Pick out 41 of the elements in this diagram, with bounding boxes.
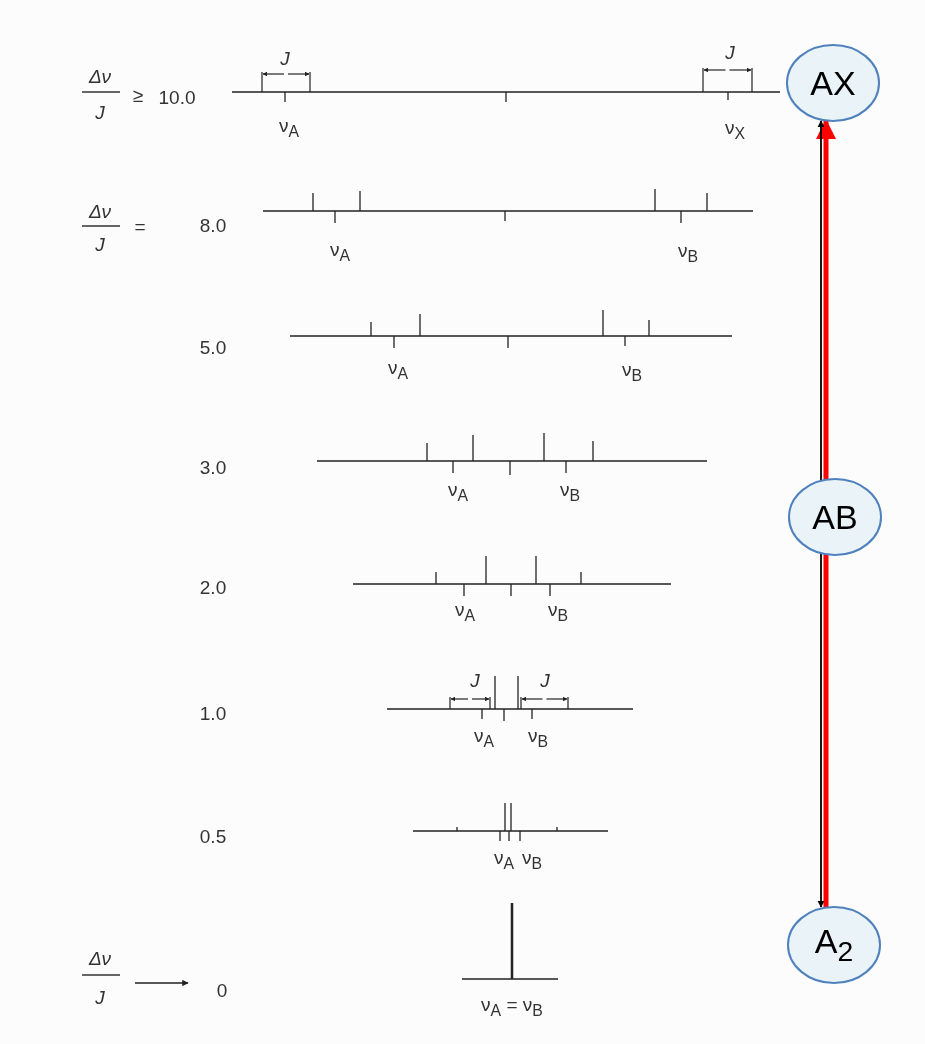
diagram-label: ν$_{A}$ = ν$_{B}$ bbox=[481, 995, 543, 1019]
ellipse-node: AX bbox=[785, 43, 881, 123]
diagram-label: 0.5 bbox=[199, 826, 227, 846]
diagram-label: J bbox=[725, 42, 735, 62]
diagram-label: ν$_{A}$ bbox=[387, 358, 409, 382]
diagram-label: Δν bbox=[88, 948, 112, 968]
diagram-label: ν$_{A}$ bbox=[447, 480, 469, 504]
diagram-label: ν$_{B}$ bbox=[547, 600, 569, 624]
diagram-label: J bbox=[280, 48, 290, 68]
ellipse-node: AB bbox=[787, 477, 883, 557]
diagram-label: 5.0 bbox=[199, 337, 227, 357]
diagram-label: ν$_{A}$ bbox=[278, 116, 300, 140]
arrow bbox=[816, 119, 836, 480]
diagram-label: J bbox=[95, 987, 105, 1007]
diagram-label: 8.0 bbox=[199, 215, 227, 235]
diagram-label: 2.0 bbox=[199, 577, 227, 597]
diagram-label: 10.0 bbox=[158, 87, 196, 107]
diagram-label: ν$_{X}$ bbox=[724, 118, 746, 142]
diagram-label: = bbox=[134, 216, 146, 236]
diagram-label: ≥ bbox=[132, 85, 144, 105]
arrow bbox=[817, 120, 825, 481]
diagram-label: Δν bbox=[88, 66, 112, 86]
diagram-label: ν$_{A}$ bbox=[473, 726, 495, 750]
diagram-label: J bbox=[95, 102, 105, 122]
diagram-label: ν$_{B}$ bbox=[621, 360, 643, 384]
diagram-label: J bbox=[470, 670, 480, 690]
diagram-label: ν$_{B}$ bbox=[559, 480, 581, 504]
diagram-label: 3.0 bbox=[199, 457, 227, 477]
diagram-label: 0 bbox=[216, 980, 228, 1000]
ellipse-node: A$_{2}$ bbox=[786, 905, 882, 985]
diagram-label: ν$_{A}$ bbox=[454, 600, 476, 624]
diagram-label: 1.0 bbox=[199, 703, 227, 723]
diagram-label: J bbox=[540, 670, 550, 690]
arrow bbox=[817, 553, 825, 908]
diagram-label: ν$_{B}$ bbox=[527, 726, 549, 750]
diagram-label: ν$_{A}$ bbox=[329, 240, 351, 264]
diagram-label: ν$_{A}$ bbox=[493, 848, 515, 872]
diagram-label: Δν bbox=[88, 201, 112, 221]
diagram-label: ν$_{B}$ bbox=[521, 848, 543, 872]
diagram-label: ν$_{B}$ bbox=[677, 241, 699, 265]
diagram-label: J bbox=[95, 234, 105, 254]
